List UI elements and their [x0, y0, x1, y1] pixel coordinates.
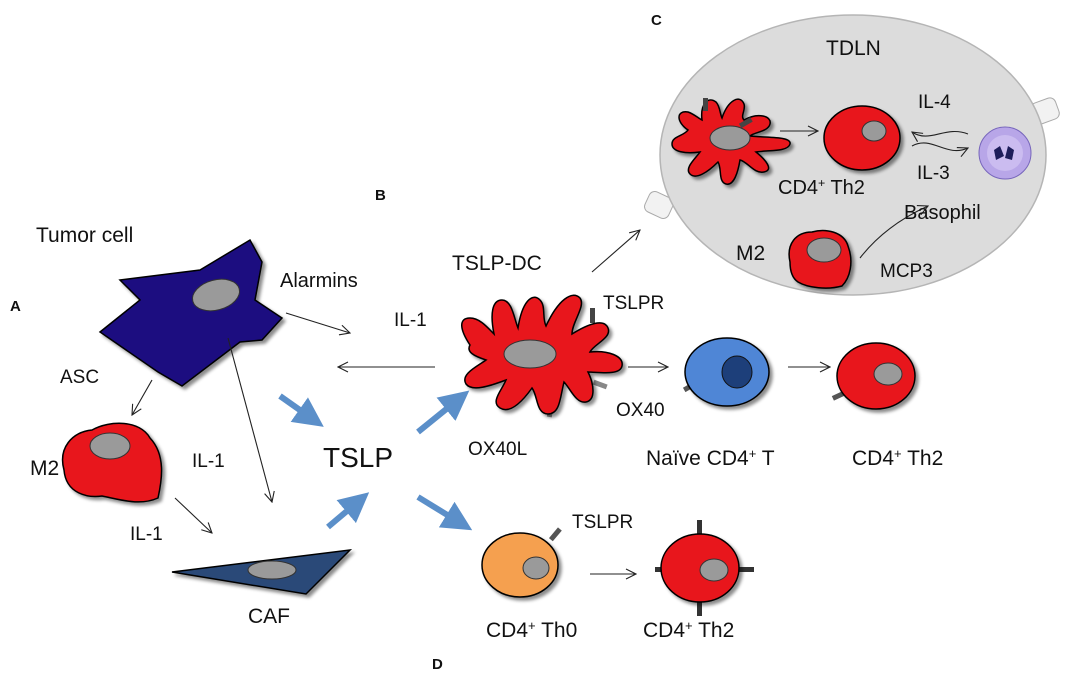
arrow-il3: [911, 142, 968, 151]
tslp-dc-label: TSLP-DC: [452, 252, 542, 275]
arrow-m2-caf: [174, 497, 212, 533]
mcp3-label: MCP3: [880, 261, 933, 282]
ox40l-receptor-3: [592, 379, 608, 390]
tdln-dc-nucleus: [709, 125, 751, 151]
asc-label: ASC: [60, 367, 100, 388]
th2-bottom-receptor-bottom: [697, 600, 702, 616]
th2-right-text: CD4: [852, 447, 895, 470]
naive-cd4-label: Naïve CD4+ T: [646, 445, 775, 470]
tumor-nucleus: [191, 278, 241, 312]
il3-label: IL-3: [917, 163, 950, 184]
tdln-th2-cell: [823, 105, 901, 171]
th2-tdln-text: CD4: [778, 177, 819, 199]
th0-suffix: Th0: [535, 619, 578, 642]
tdln-m2-nucleus: [806, 237, 842, 263]
blue-arrow-tslp-th0: [416, 494, 473, 531]
th2-right-cell: [831, 342, 916, 410]
th2-bottom-cell: [655, 520, 754, 616]
tslpr-th0-label: TSLPR: [572, 512, 634, 533]
panel-label-c: C: [651, 12, 662, 29]
blue-arrow-caf-tslp: [326, 492, 370, 530]
tslpr-dc-label: TSLPR: [603, 293, 665, 314]
th2-bottom-receptor-top: [697, 520, 702, 536]
tdln-dc-receptor-1: [703, 98, 708, 111]
tdln-dc-receptor-2: [738, 117, 753, 129]
th2-right-label: CD4+ Th2: [852, 445, 944, 470]
naive-cd4-suffix: T: [756, 447, 775, 470]
tdln-th2-body: [823, 105, 901, 171]
arrow-alarmins: [285, 312, 350, 333]
th0-cell: [481, 527, 562, 598]
th0-nucleus: [522, 556, 550, 580]
tslpr-receptor: [590, 308, 595, 323]
m2-left-body: [61, 422, 163, 503]
panel-label-d: D: [432, 656, 443, 673]
lymph-vessel-left: [644, 191, 674, 219]
basophil-inner: [987, 135, 1023, 171]
alarmins-label: Alarmins: [280, 270, 358, 292]
naive-cd4-sup: +: [748, 445, 757, 461]
arrow-mcp3: [859, 206, 928, 259]
th2-bottom-label: CD4+ Th2: [643, 617, 735, 642]
tslp-dc: [461, 294, 623, 418]
tdln-th2-nucleus: [861, 120, 887, 142]
th2-bottom-suffix: Th2: [692, 619, 735, 642]
th2-bottom-nucleus: [699, 558, 729, 582]
th2-right-nucleus: [873, 362, 903, 386]
naive-cd4-text: Naïve CD4: [646, 447, 749, 470]
caf-label: CAF: [248, 605, 290, 628]
th0-sup: +: [528, 617, 536, 633]
arrow-asc: [132, 379, 153, 415]
m2-macrophage-left: [61, 422, 163, 503]
basophil-granule-2: [1005, 146, 1014, 160]
il4-label: IL-4: [918, 92, 951, 113]
ox40l-label: OX40L: [468, 439, 528, 460]
tdln-label: TDLN: [826, 37, 881, 60]
thin-arrows: [132, 131, 968, 574]
m2-tdln-label: M2: [736, 242, 766, 265]
il1-top-label: IL-1: [394, 310, 427, 331]
tumor-cell-body: [98, 238, 284, 387]
basophil-cell: [978, 126, 1032, 180]
arrow-il4: [912, 130, 969, 136]
blue-arrow-tumor-tslp: [278, 393, 324, 427]
tslpr-th0-receptor: [548, 527, 562, 542]
tslp-label: TSLP: [323, 442, 394, 473]
panel-label-a: A: [10, 298, 21, 315]
caf-nucleus: [247, 560, 297, 580]
th2-tdln-suffix: Th2: [825, 177, 865, 199]
tslp-arrows: [278, 390, 473, 531]
tumor-cell-label: Tumor cell: [36, 224, 134, 247]
basophil-granule-1: [994, 146, 1004, 160]
th0-text: CD4: [486, 619, 529, 642]
th2-tdln-label: CD4+ Th2: [778, 176, 865, 199]
th2-bottom-sup: +: [685, 617, 693, 633]
tdln-dc: [671, 98, 791, 185]
th0-label: CD4+ Th0: [486, 617, 578, 642]
tslp-dc-nucleus: [503, 339, 557, 369]
arrow-dc-tdln: [591, 230, 640, 273]
th2-right-sup: +: [894, 445, 902, 461]
naive-cd4-t: [682, 337, 770, 407]
il1-mid-label: IL-1: [192, 451, 225, 472]
panel-label-b: B: [375, 187, 386, 204]
basophil-label: Basophil: [904, 202, 981, 224]
caf-cell: [171, 548, 353, 595]
m2-left-nucleus: [89, 432, 131, 460]
arrow-tumor-caf: [227, 337, 272, 502]
th2-bottom-receptor-right: [738, 567, 754, 572]
naive-nucleus: [721, 355, 753, 389]
tumor-cell: [98, 238, 284, 387]
il1-left-label: IL-1: [130, 524, 163, 545]
m2-left-label: M2: [30, 457, 60, 480]
th0-body: [481, 532, 559, 598]
th2-right-suffix: Th2: [901, 447, 944, 470]
th2-bottom-text: CD4: [643, 619, 686, 642]
tdln-m2-cell: [788, 229, 852, 289]
ox40-label: OX40: [616, 400, 665, 421]
blue-arrow-tslp-dc: [416, 390, 470, 435]
th2-tdln-sup: +: [818, 176, 826, 191]
